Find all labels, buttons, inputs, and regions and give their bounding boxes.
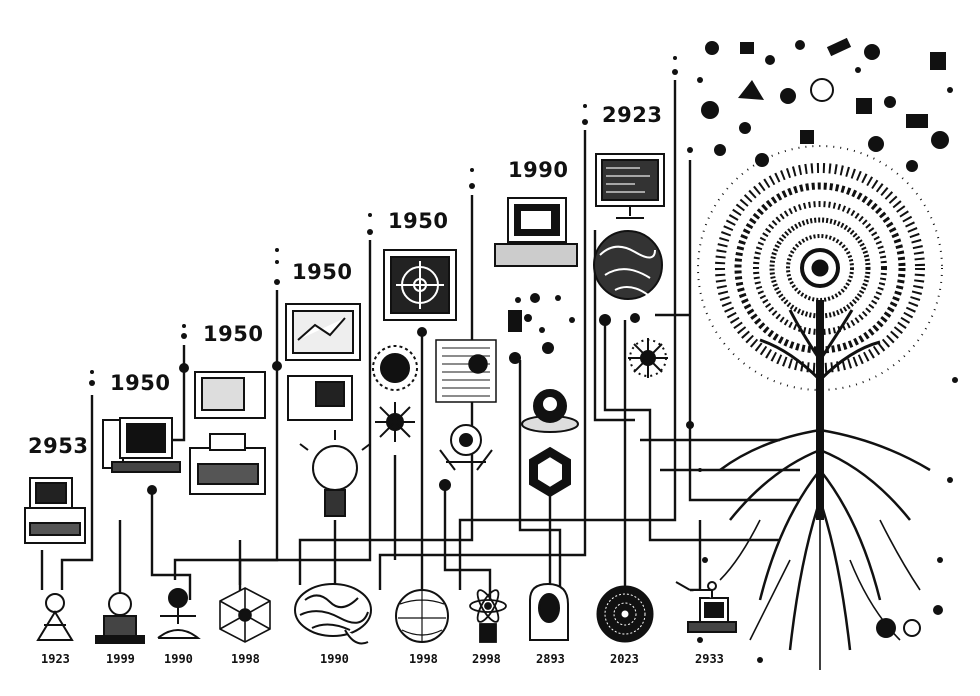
bottom-year-label: 2893 [536, 652, 565, 666]
bottom-year-label: 2023 [610, 652, 639, 666]
connector-dots [89, 56, 694, 495]
top-year-label: 2923 [602, 103, 663, 127]
top-year-label: 1950 [292, 260, 353, 284]
pattern-tiles-icon [435, 339, 497, 403]
tree-of-roots-icon [697, 145, 943, 670]
neural-net-icon [219, 587, 271, 643]
sunburst-icon [372, 345, 418, 442]
head-profile-icon [529, 582, 569, 641]
bottom-year-label: 1998 [409, 652, 438, 666]
connector-lines [40, 80, 800, 600]
marble-planet-icon [593, 230, 663, 300]
flower-icon [628, 338, 668, 378]
top-year-label: 1990 [508, 158, 569, 182]
floating-objects-icon [697, 37, 958, 663]
atom-icon [469, 589, 507, 643]
retro-computer-icon [24, 477, 86, 544]
lightbulb-icon [299, 430, 371, 517]
bottom-year-label: 1998 [231, 652, 260, 666]
hexagon-icon [529, 446, 571, 498]
bottom-year-label: 1923 [41, 652, 70, 666]
sphere-icon [395, 589, 449, 643]
teacup-icon [521, 389, 579, 433]
laptop-icon [494, 197, 578, 267]
eye-machine-icon [439, 424, 493, 471]
bottom-year-label: 2998 [472, 652, 501, 666]
bottom-year-label: 2933 [695, 652, 724, 666]
bottom-year-label: 1990 [320, 652, 349, 666]
workstation-icon [285, 303, 361, 421]
vortex-icon [596, 585, 654, 643]
circuit-board-screen-icon [383, 249, 457, 321]
machine-icon [675, 581, 737, 633]
meditating-figure-icon [36, 593, 74, 641]
meditating-robot-icon [157, 588, 201, 639]
top-year-label: 1950 [110, 371, 171, 395]
crt-monitor-icon [189, 371, 266, 495]
robot-bust-icon [95, 592, 145, 644]
top-year-label: 1950 [203, 322, 264, 346]
top-year-label: 2953 [28, 434, 89, 458]
bottom-year-label: 1999 [106, 652, 135, 666]
bottom-year-label: 1990 [164, 652, 193, 666]
small-gears-icon [508, 293, 575, 354]
brain-icon [294, 583, 372, 645]
flat-monitor-icon [595, 153, 665, 219]
top-year-label: 1950 [388, 209, 449, 233]
desktop-computer-icon [102, 417, 181, 473]
